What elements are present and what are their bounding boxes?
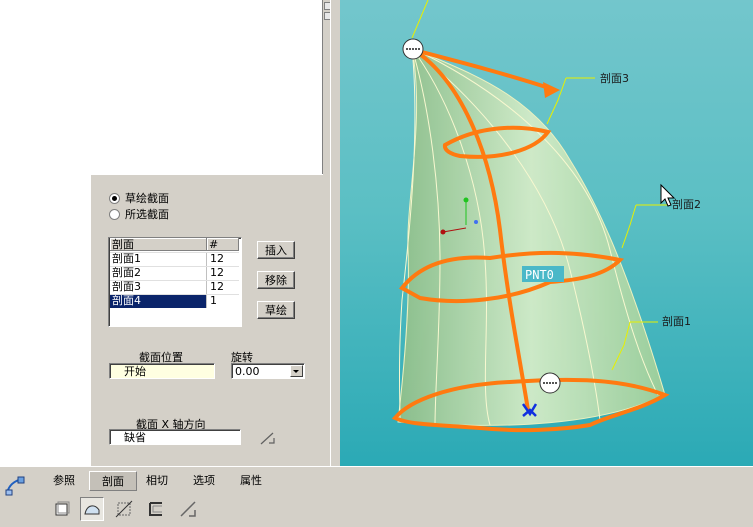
model-tree-area-lower[interactable] (0, 174, 90, 466)
radio-sketched-label: 草绘截面 (125, 192, 169, 205)
surface-isoline (411, 47, 441, 426)
table-row[interactable]: 剖面1 12 (110, 252, 239, 266)
tab-sections[interactable]: 剖面 (89, 471, 137, 491)
sections-table[interactable]: 剖面 # 剖面1 12 剖面2 12 剖面3 12 剖面4 1 (108, 237, 242, 327)
table-row[interactable]: 剖面2 12 (110, 266, 239, 280)
surface-isoline (411, 47, 659, 396)
table-header-count[interactable]: # (207, 238, 239, 251)
section-curve-2 (398, 250, 625, 303)
insert-button[interactable]: 插入 (257, 241, 295, 259)
origin-marker (521, 403, 538, 417)
graphics-viewport[interactable]: 剖面3 剖面2 剖面1 PNT0 (340, 0, 753, 470)
radio-button-on[interactable] (109, 192, 120, 204)
tab-tangency[interactable]: 相切 (146, 474, 168, 487)
radio-sketched-sections[interactable]: 草绘截面 (109, 191, 169, 205)
surface-isoline (411, 47, 601, 421)
rotate-select[interactable]: 0.00 (231, 363, 305, 379)
rotate-value: 0.00 (235, 365, 260, 378)
row-name: 剖面1 (112, 252, 141, 265)
radio-selected-label: 所选截面 (125, 208, 169, 221)
remove-button[interactable]: 移除 (257, 271, 295, 289)
label-section1: 剖面1 (662, 314, 691, 328)
leader-section3 (546, 77, 567, 125)
row-name: 剖面4 (112, 294, 141, 307)
radio-selected-sections[interactable]: 所选截面 (109, 207, 169, 221)
mouse-cursor (660, 183, 676, 207)
section-position-field[interactable]: 开始 (109, 363, 215, 379)
leader-section1 (611, 321, 631, 371)
tab-options[interactable]: 选项 (193, 474, 215, 487)
section-curve-1 (391, 377, 670, 433)
row-count: 12 (210, 280, 224, 293)
row-name: 剖面2 (112, 266, 141, 279)
model-canvas[interactable]: 剖面3 剖面2 剖面1 PNT0 (340, 0, 753, 470)
direction-icon[interactable] (176, 497, 200, 521)
table-header-section[interactable]: 剖面 (110, 238, 207, 251)
sketch-button[interactable]: 草绘 (257, 301, 295, 319)
thicken-icon[interactable] (144, 497, 168, 521)
x-axis-field[interactable]: 缺省 (109, 429, 241, 445)
flip-direction-icon[interactable] (259, 430, 277, 446)
table-row-selected[interactable]: 剖面4 1 (110, 294, 239, 308)
sweep-feature-icon (4, 475, 26, 497)
row-name: 剖面3 (112, 280, 141, 293)
chevron-down-icon[interactable] (290, 365, 303, 377)
surface-isoline (399, 47, 416, 421)
section-4-arrowhead (543, 82, 560, 98)
spine-trajectory (412, 48, 530, 411)
label-section2: 剖面2 (672, 197, 701, 211)
cut-icon[interactable] (112, 497, 136, 521)
leader-section2 (621, 204, 637, 249)
rotate-label: 旋转 (231, 351, 253, 364)
section-position-label: 截面位置 (139, 351, 183, 364)
solid-icon[interactable] (50, 497, 74, 521)
surface-icon[interactable] (80, 497, 104, 521)
row-count: 1 (210, 294, 217, 307)
dashboard: 参照 剖面 相切 选项 属性 (0, 466, 753, 527)
x-axis-label: 截面 X 轴方向 (136, 418, 206, 431)
section-curve-3 (442, 125, 552, 159)
csys-axis-x (442, 227, 467, 233)
tab-references[interactable]: 参照 (53, 474, 75, 487)
sections-panel: 草绘截面 所选截面 剖面 # 剖面1 12 剖面2 12 剖面3 12 剖面4 (90, 174, 323, 467)
row-count: 12 (210, 252, 224, 265)
tab-properties[interactable]: 属性 (240, 474, 262, 487)
table-row[interactable]: 剖面3 12 (110, 280, 239, 294)
leader-top (411, 0, 429, 39)
section-curve-4-arrow (413, 48, 556, 92)
model-tree-area[interactable] (0, 0, 322, 174)
surface-isoline (411, 47, 491, 426)
swept-surface (397, 47, 666, 426)
splitter[interactable] (330, 0, 341, 466)
radio-button-off[interactable] (109, 208, 120, 220)
pnt0-label-bg (522, 266, 564, 282)
pnt0-label: PNT0 (525, 268, 554, 282)
label-section3: 剖面3 (600, 71, 629, 85)
row-count: 12 (210, 266, 224, 279)
